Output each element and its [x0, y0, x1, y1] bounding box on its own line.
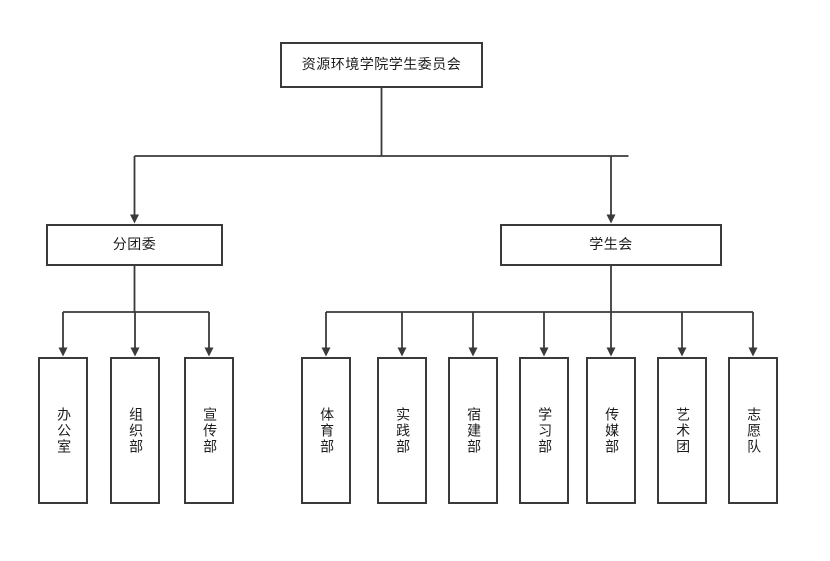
node-sujianbu-label: 宿建部 [465, 406, 482, 455]
node-xuexibu-label: 学习部 [536, 406, 553, 455]
node-fentuanwei-label: 分团委 [112, 236, 157, 253]
node-fentuanwei[interactable]: 分团委 [46, 224, 223, 266]
node-bangongshi[interactable]: 办公室 [38, 357, 88, 504]
node-xuexibu[interactable]: 学习部 [519, 357, 569, 504]
node-xueshenghui[interactable]: 学生会 [500, 224, 722, 266]
node-sujianbu[interactable]: 宿建部 [448, 357, 498, 504]
node-shijianbu[interactable]: 实践部 [377, 357, 427, 504]
node-zuzhibu[interactable]: 组织部 [110, 357, 160, 504]
node-zuzhibu-label: 组织部 [127, 406, 144, 455]
node-yishutuan-label: 艺术团 [674, 406, 691, 455]
node-bangongshi-label: 办公室 [55, 406, 72, 455]
node-zhiyuandui-label: 志愿队 [745, 406, 762, 455]
node-xuanchuanbu-label: 宣传部 [201, 406, 218, 455]
node-chuanmeibu[interactable]: 传媒部 [586, 357, 636, 504]
node-root-label: 资源环境学院学生委员会 [301, 56, 462, 73]
node-xuanchuanbu[interactable]: 宣传部 [184, 357, 234, 504]
node-root[interactable]: 资源环境学院学生委员会 [280, 42, 483, 88]
node-yishutuan[interactable]: 艺术团 [657, 357, 707, 504]
node-zhiyuandui[interactable]: 志愿队 [728, 357, 778, 504]
node-chuanmeibu-label: 传媒部 [603, 406, 620, 455]
node-xueshenghui-label: 学生会 [589, 236, 633, 253]
node-tiyubu-label: 体育部 [318, 406, 335, 455]
node-shijianbu-label: 实践部 [394, 406, 411, 455]
node-tiyubu[interactable]: 体育部 [301, 357, 351, 504]
